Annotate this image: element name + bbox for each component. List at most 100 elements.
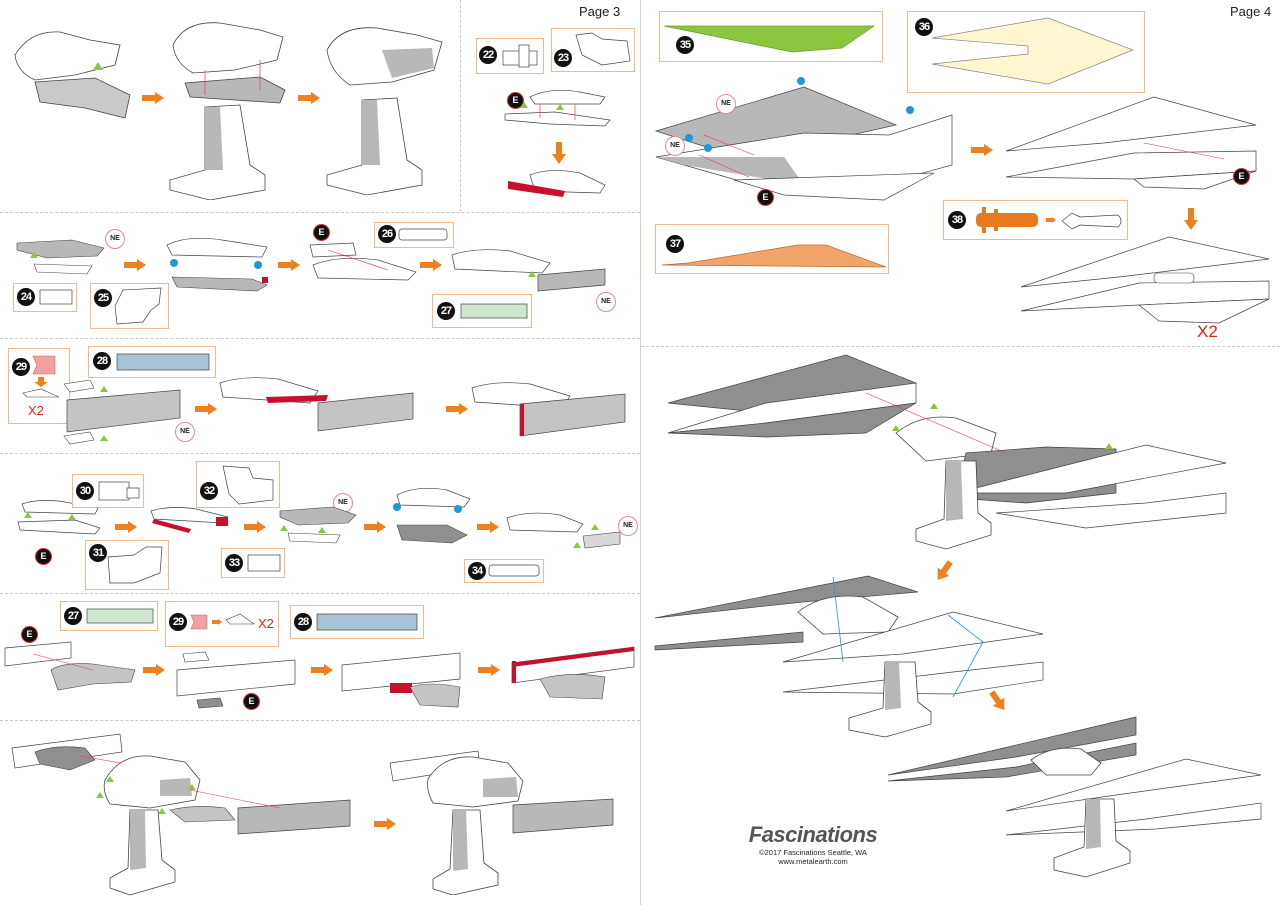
part-22-shape bbox=[502, 44, 538, 68]
ship-wing-assembly-exploded bbox=[11, 733, 351, 896]
ship-wing-assembled bbox=[389, 750, 614, 895]
part-28-shape bbox=[316, 613, 418, 631]
ship-on-stand-assembled bbox=[326, 27, 443, 195]
final-assembly-complete bbox=[887, 716, 1262, 878]
next-step-arrow bbox=[143, 664, 165, 676]
wing-assembly-step bbox=[1005, 96, 1257, 190]
row-divider bbox=[0, 593, 640, 594]
part-assembly-illustration bbox=[393, 488, 471, 544]
page-3: Page 3 22 23 E bbox=[0, 0, 640, 896]
next-step-arrow bbox=[478, 664, 500, 676]
edge-badge: E bbox=[507, 92, 524, 109]
edge-badge: E bbox=[313, 224, 330, 241]
part-callout-37: 37 bbox=[655, 224, 889, 274]
next-step-arrow-down bbox=[1184, 208, 1198, 230]
part-number-badge: 23 bbox=[554, 49, 572, 67]
part-callout-29: 29 X2 bbox=[8, 348, 70, 424]
part-38-folded bbox=[1061, 212, 1122, 230]
part-callout-32: 32 bbox=[196, 461, 280, 508]
part-number-badge: 30 bbox=[76, 482, 94, 500]
part-number-badge: 26 bbox=[378, 225, 396, 243]
part-callout-27: 27 bbox=[432, 294, 532, 328]
part-callout-31: 31 bbox=[85, 540, 169, 590]
part-assembly-illustration bbox=[150, 507, 229, 533]
edge-badge: E bbox=[243, 693, 260, 710]
part-number-badge: 29 bbox=[169, 613, 187, 631]
part-number-badge: 22 bbox=[479, 46, 497, 64]
row-divider bbox=[0, 453, 640, 454]
down-arrow-icon bbox=[34, 377, 48, 387]
brand-footer: Fascinations ©2017 Fascinations Seattle,… bbox=[743, 822, 883, 866]
part-25-shape bbox=[114, 287, 162, 325]
part-assembly-illustration bbox=[4, 641, 136, 691]
part-callout-24: 24 bbox=[13, 283, 77, 312]
part-callout-30: 30 bbox=[72, 474, 144, 508]
next-step-arrow bbox=[374, 818, 396, 830]
next-step-arrow bbox=[278, 259, 300, 271]
no-edge-badge: NE bbox=[175, 422, 195, 442]
part-number-badge: 36 bbox=[915, 18, 933, 36]
part-29-folded bbox=[22, 388, 60, 398]
panel-assembled-illustration bbox=[471, 382, 626, 437]
panel-assembled-illustration bbox=[511, 646, 635, 700]
part-callout-29-repeat: 29 X2 bbox=[165, 601, 279, 647]
part-26-shape bbox=[398, 228, 448, 241]
part-callout-26: 26 bbox=[374, 222, 454, 248]
part-number-badge: 33 bbox=[225, 554, 243, 572]
next-step-arrow bbox=[420, 259, 442, 271]
page-divider bbox=[640, 0, 641, 905]
no-edge-badge: NE bbox=[618, 516, 638, 536]
next-step-arrow-down bbox=[986, 688, 1010, 714]
part-number-badge: 29 bbox=[12, 358, 30, 376]
no-edge-badge: NE bbox=[105, 229, 125, 249]
right-arrow-icon bbox=[1046, 217, 1056, 223]
part-number-badge: 38 bbox=[948, 211, 966, 229]
part-33-shape bbox=[247, 554, 281, 572]
wing-assembly-exploded bbox=[654, 77, 953, 201]
next-step-arrow bbox=[195, 403, 217, 415]
no-edge-badge: NE bbox=[665, 136, 685, 156]
panel-assembly-illustration bbox=[341, 652, 461, 708]
part-36-shape bbox=[931, 17, 1134, 85]
next-step-arrow bbox=[364, 521, 386, 533]
part-32-shape bbox=[222, 465, 274, 505]
panel-assembly-illustration bbox=[219, 377, 414, 432]
copyright-text: ©2017 Fascinations Seattle, WA bbox=[759, 848, 867, 857]
next-step-arrow-down bbox=[552, 142, 566, 164]
part-27-shape bbox=[460, 303, 528, 319]
next-step-arrow-down bbox=[932, 558, 956, 584]
panel-assembly-illustration bbox=[176, 651, 296, 709]
part-assembled-illustration bbox=[508, 170, 606, 197]
right-arrow-icon bbox=[212, 619, 222, 625]
part-assembly-illustration bbox=[279, 506, 357, 544]
part-number-badge: 34 bbox=[468, 562, 486, 580]
page-number: Page 4 bbox=[1230, 4, 1272, 19]
part-28-shape bbox=[116, 353, 210, 371]
part-number-badge: 31 bbox=[89, 544, 107, 562]
part-assembly-illustration bbox=[17, 500, 100, 535]
page-4: Page 4 35 36 NE NE E 37 E 38 bbox=[641, 0, 1280, 905]
part-number-badge: 28 bbox=[93, 352, 111, 370]
final-assembly-exploded bbox=[667, 354, 1227, 550]
part-callout-27-repeat: 27 bbox=[60, 601, 158, 631]
part-38-shape bbox=[976, 207, 1038, 233]
part-callout-33: 33 bbox=[221, 548, 285, 578]
quantity-multiplier: X2 bbox=[258, 616, 274, 631]
website-url: www.metalearth.com bbox=[778, 857, 848, 866]
next-step-arrow bbox=[298, 92, 320, 104]
part-29-shape bbox=[190, 614, 208, 630]
next-step-arrow bbox=[124, 259, 146, 271]
part-assembly-illustration bbox=[506, 512, 621, 549]
part-24-shape bbox=[39, 289, 73, 305]
part-assembly-illustration bbox=[504, 90, 611, 127]
final-assembly-step bbox=[654, 575, 1044, 738]
next-step-arrow bbox=[971, 144, 993, 156]
part-callout-25: 25 bbox=[90, 283, 169, 329]
quantity-multiplier: X2 bbox=[28, 403, 44, 418]
part-number-badge: 24 bbox=[17, 288, 35, 306]
part-callout-36: 36 bbox=[907, 11, 1145, 93]
edge-badge: E bbox=[21, 626, 38, 643]
part-callout-28-repeat: 28 bbox=[290, 605, 424, 639]
row-divider bbox=[641, 346, 1280, 347]
column-divider bbox=[460, 0, 461, 212]
